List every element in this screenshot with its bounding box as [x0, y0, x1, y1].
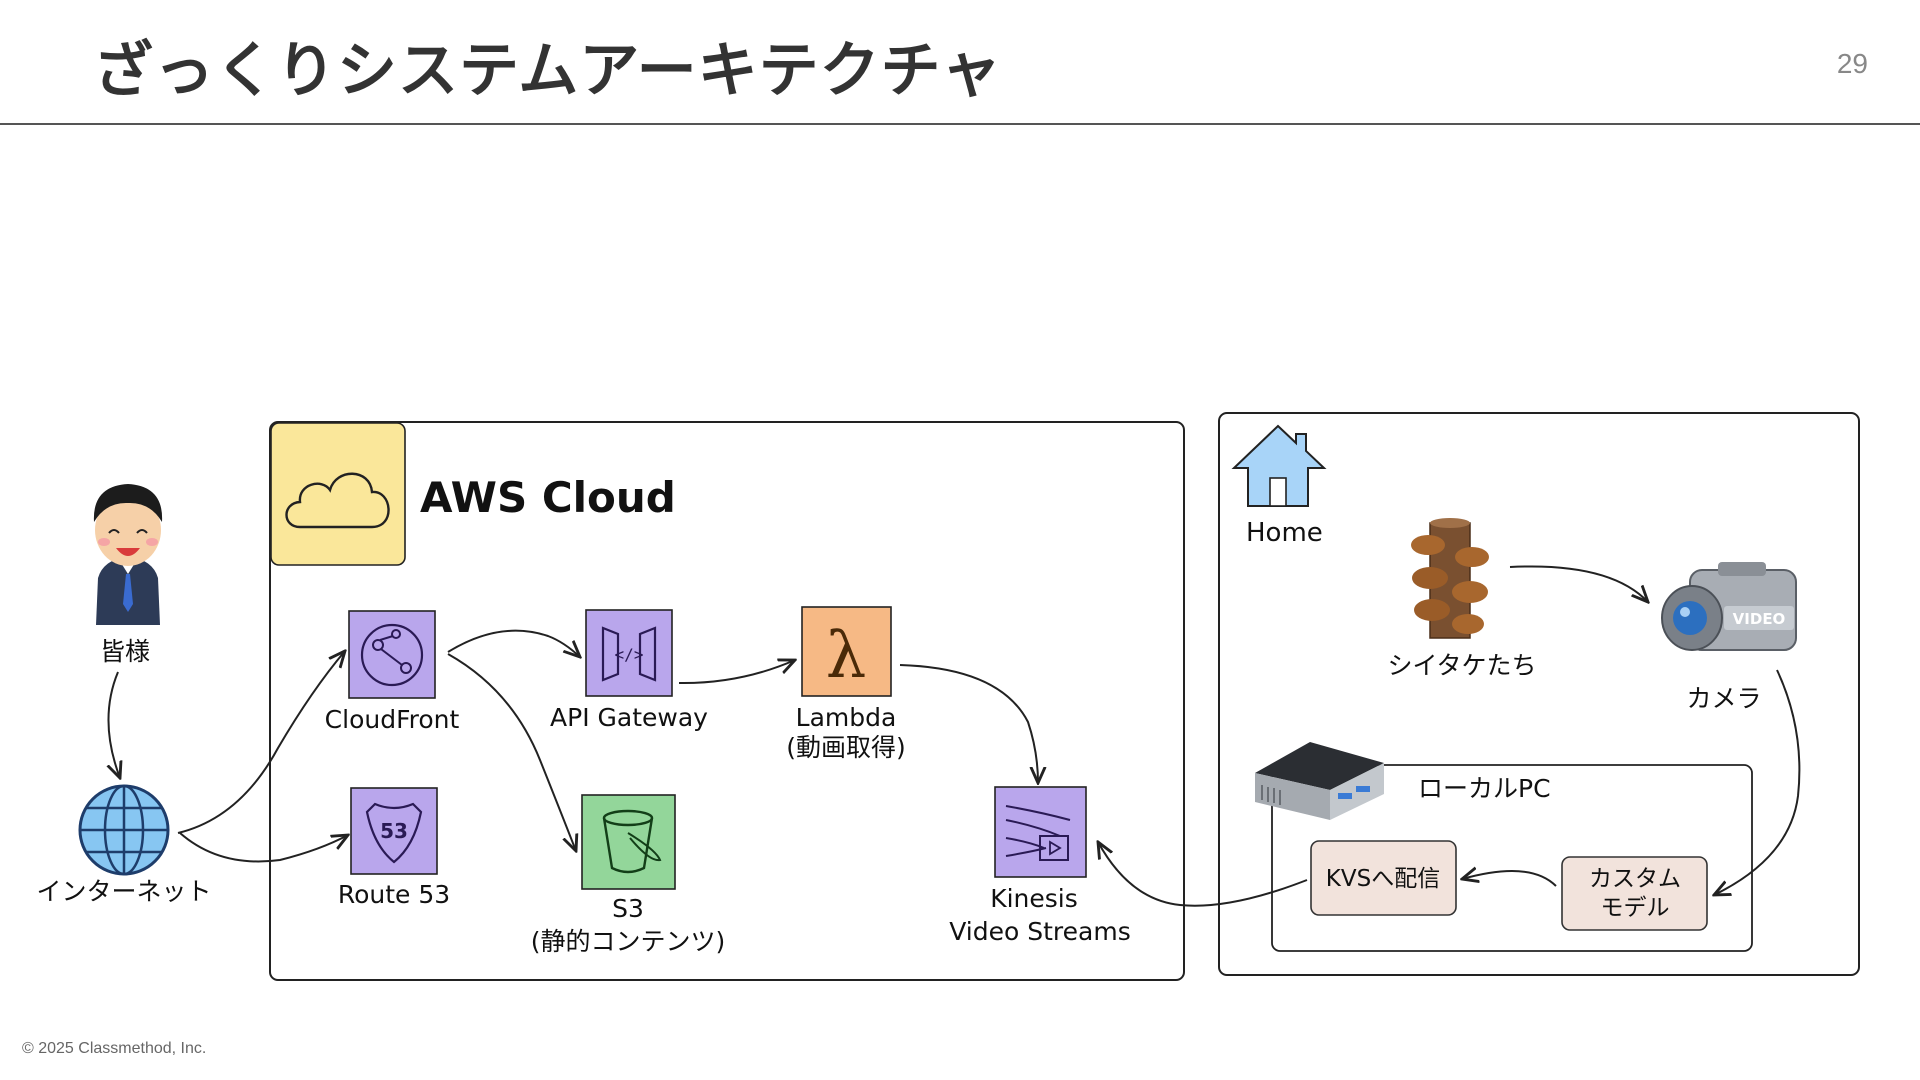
lambda-label: Lambda: [796, 703, 897, 732]
globe-icon: [78, 784, 170, 876]
arrow-model-to-kvs: [1462, 871, 1557, 887]
copyright-footer: © 2025 Classmethod, Inc.: [22, 1040, 207, 1057]
arrow-cloudfront-to-s3: [447, 653, 576, 851]
aws-cloud-title: AWS Cloud: [420, 473, 676, 522]
home-label: Home: [1246, 518, 1323, 548]
aws-cloud-group: [269, 421, 1185, 981]
s3-icon: [581, 794, 676, 890]
shiitake-icon: [1411, 518, 1489, 639]
lambda-symbol-icon: λ: [826, 619, 867, 693]
local-pc-group: [1271, 764, 1753, 952]
route53-badge: 53: [380, 819, 408, 843]
home-icon: [1231, 424, 1327, 507]
person-icon: [93, 484, 163, 625]
camera-label: カメラ: [1686, 684, 1761, 713]
lambda-sublabel: (動画取得): [786, 733, 906, 762]
lambda-service: λ Lambda (動画取得): [786, 606, 906, 762]
arrow-shiitake-to-camera: [1509, 565, 1648, 602]
arrow-user-to-internet: [108, 671, 120, 778]
local-pc-icon: [1255, 742, 1384, 820]
user-label: 皆様: [100, 637, 150, 666]
shiitake-label: シイタケたち: [1387, 651, 1536, 680]
video-camera-icon: VIDEO: [1661, 562, 1797, 651]
local-pc-title: ローカルPC: [1418, 774, 1551, 803]
api-gateway-label: API Gateway: [550, 703, 708, 732]
cloudfront-service: CloudFront: [325, 610, 460, 734]
arrow-kvs-to-kinesis: [1098, 842, 1308, 907]
camera-badge: VIDEO: [1733, 610, 1786, 628]
arrow-internet-to-cloudfront: [177, 651, 345, 834]
kinesis-sublabel: Video Streams: [949, 917, 1130, 946]
cloud-icon: [285, 472, 390, 529]
home-group: [1218, 412, 1860, 976]
page-number: 29: [1836, 48, 1868, 79]
kinesis-service: Kinesis Video Streams: [949, 786, 1131, 946]
arrow-cloudfront-to-apigateway: [447, 629, 580, 657]
kinesis-icon: [994, 786, 1087, 878]
lambda-icon: [801, 606, 892, 697]
custom-model-box: [1561, 856, 1708, 931]
s3-label: S3: [612, 894, 644, 923]
custom-model-line1: カスタム: [1589, 866, 1681, 892]
custom-model-line2: モデル: [1601, 895, 1670, 921]
kinesis-label: Kinesis: [990, 884, 1078, 913]
arrow-camera-to-model: [1714, 669, 1801, 895]
api-gateway-icon: [585, 609, 673, 697]
kvs-stream-box: [1310, 840, 1457, 916]
api-gateway-service: </> API Gateway: [550, 609, 708, 732]
arrow-internet-to-route53: [179, 832, 348, 863]
title-divider: [0, 123, 1920, 125]
s3-sublabel: (静的コンテンツ): [531, 927, 726, 956]
aws-cloud-icon-box: [270, 422, 406, 566]
route53-service: 53 Route 53: [338, 787, 450, 909]
s3-service: S3 (静的コンテンツ): [531, 794, 726, 956]
route53-label: Route 53: [338, 880, 450, 909]
slide-title: ざっくりシステムアーキテクチャ: [93, 36, 1002, 106]
code-icon: </>: [615, 645, 644, 664]
internet-label: インターネット: [36, 877, 211, 906]
route53-icon: [350, 787, 438, 875]
kvs-stream-label: KVSへ配信: [1326, 866, 1440, 892]
arrow-apigateway-to-lambda: [678, 660, 795, 685]
cloudfront-label: CloudFront: [325, 705, 460, 734]
arrow-lambda-to-kinesis: [899, 664, 1038, 783]
